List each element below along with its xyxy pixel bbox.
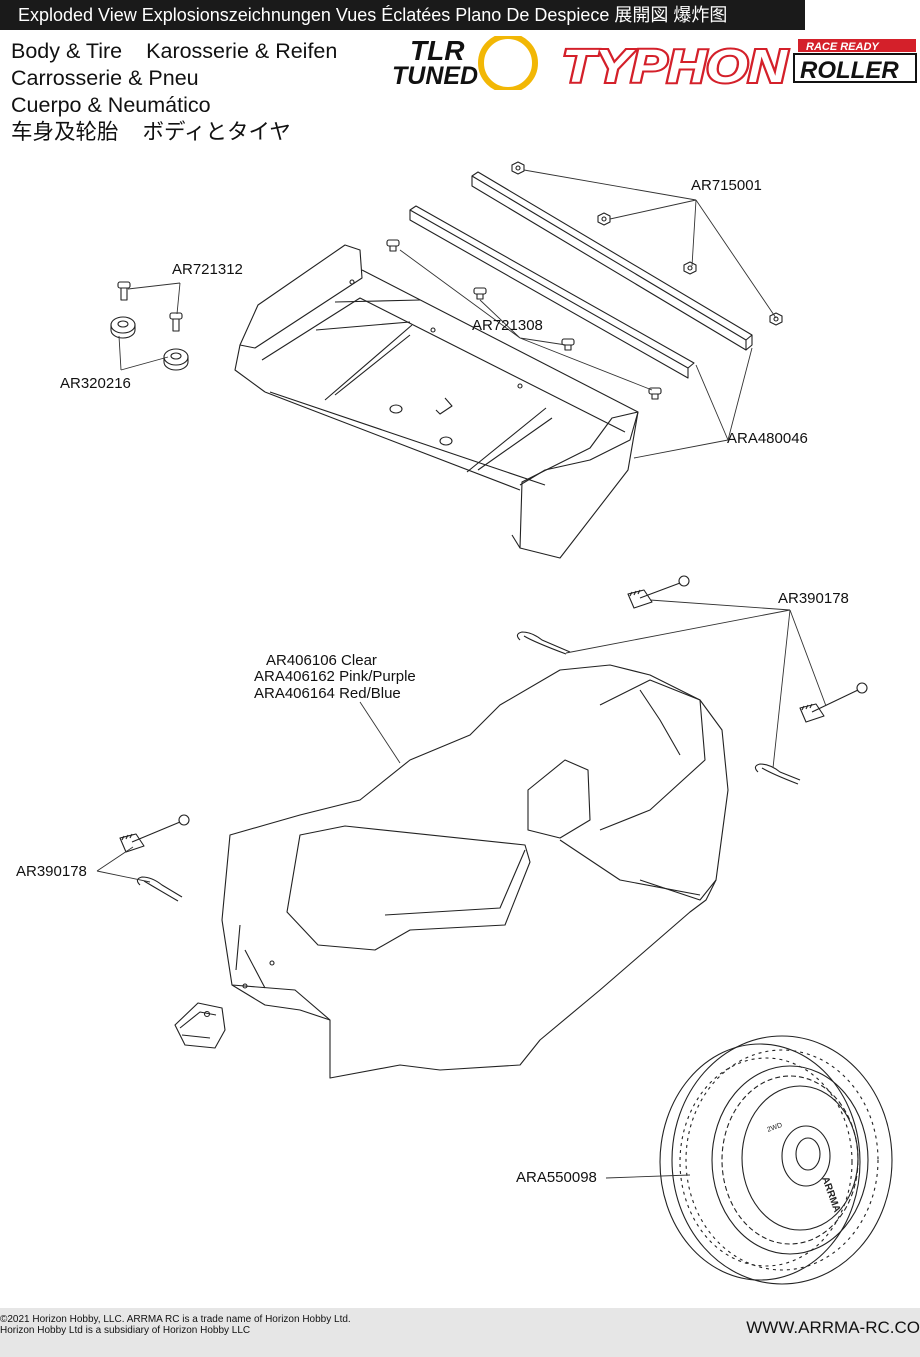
copyright-line-2: Horizon Hobby Ltd is a subsidiary of Hor… <box>0 1325 251 1336</box>
body-mount-icon <box>627 575 690 609</box>
logo-badge-banner <box>798 39 916 52</box>
title-spanish: Cuerpo & Neumático <box>11 93 211 117</box>
wing-strip-front <box>409 205 695 379</box>
mount-screw-icon <box>169 312 183 332</box>
section-titles: Body & Tire Karosserie & Reifen Carrosser… <box>11 38 337 146</box>
rear-wing <box>234 244 639 559</box>
title-japanese: ボディとタイヤ <box>142 120 291 144</box>
exploded-diagram: 2WD ARRMA <box>96 161 893 1285</box>
logo-tuned: TUNED <box>392 62 478 90</box>
label-body-pink-purple: ARA406162 Pink/Purple <box>254 668 416 685</box>
header-bar: Exploded View Explosionszeichnungen Vues… <box>0 0 805 30</box>
label-ar390178-left: AR390178 <box>16 863 87 880</box>
logo-race-ready: RACE READY <box>806 41 880 53</box>
label-ar721308: AR721308 <box>472 317 543 334</box>
logo-roller: ROLLER <box>800 57 899 84</box>
body-mount-icon <box>799 682 868 723</box>
screw-icon <box>386 239 400 252</box>
washer-icon <box>163 348 189 371</box>
title-german: Karosserie & Reifen <box>146 39 338 63</box>
label-ar715001: AR715001 <box>691 177 762 194</box>
logo-gold-swoosh <box>478 36 538 90</box>
title-row-cn-jp: 车身及轮胎ボディとタイヤ <box>11 119 337 146</box>
wheel-tire <box>659 1035 893 1285</box>
screw-icon <box>473 287 487 300</box>
logo-typhon: TYPHON <box>562 40 788 90</box>
nut-icon <box>683 261 697 275</box>
nose-bumper <box>174 1002 226 1049</box>
body-clip-icon <box>516 631 571 655</box>
label-ar390178-right: AR390178 <box>778 590 849 607</box>
body-mount-icon <box>119 814 190 853</box>
header-bar-text: Exploded View Explosionszeichnungen Vues… <box>18 5 728 25</box>
nut-icon <box>511 161 525 175</box>
title-chinese: 车身及轮胎 <box>11 120 119 144</box>
copyright-line-1: ©2021 Horizon Hobby, LLC. ARRMA RC is a … <box>0 1314 351 1325</box>
screw-icon <box>648 387 662 400</box>
footer: ©2021 Horizon Hobby, LLC. ARRMA RC is a … <box>0 1308 920 1357</box>
label-ar320216: AR320216 <box>60 375 131 392</box>
body-clip-icon <box>754 763 801 785</box>
title-english: Body & Tire <box>11 39 123 63</box>
logo-roller-box <box>793 53 917 83</box>
washer-icon <box>110 316 136 339</box>
copyright: ©2021 Horizon Hobby, LLC. ARRMA RC is a … <box>0 1314 351 1336</box>
nut-icon <box>769 312 783 326</box>
nut-icon <box>597 212 611 226</box>
title-french: Carrosserie & Pneu <box>11 66 199 90</box>
label-body-red-blue: ARA406164 Red/Blue <box>254 685 401 702</box>
car-body <box>221 664 729 1079</box>
title-row-en-de: Body & Tire Karosserie & Reifen <box>11 38 337 65</box>
body-clip-icon <box>136 876 183 902</box>
mount-screw-icon <box>117 281 131 301</box>
wing-strip-rear <box>471 171 753 351</box>
label-ara550098: ARA550098 <box>516 1169 597 1186</box>
tire-small-text: 2WD <box>766 1122 783 1134</box>
screw-icon <box>561 338 575 351</box>
label-body-clear: AR406106 Clear <box>266 652 377 669</box>
website-link[interactable]: WWW.ARRMA-RC.CO <box>746 1318 920 1337</box>
brand-logo: TLR TUNED TYPHON RACE READY ROLLER <box>392 36 917 90</box>
logo-tlr: TLR <box>410 36 465 66</box>
label-ar721312: AR721312 <box>172 261 243 278</box>
tire-brand-text: ARRMA <box>819 1175 842 1214</box>
label-ara480046: ARA480046 <box>727 430 808 447</box>
